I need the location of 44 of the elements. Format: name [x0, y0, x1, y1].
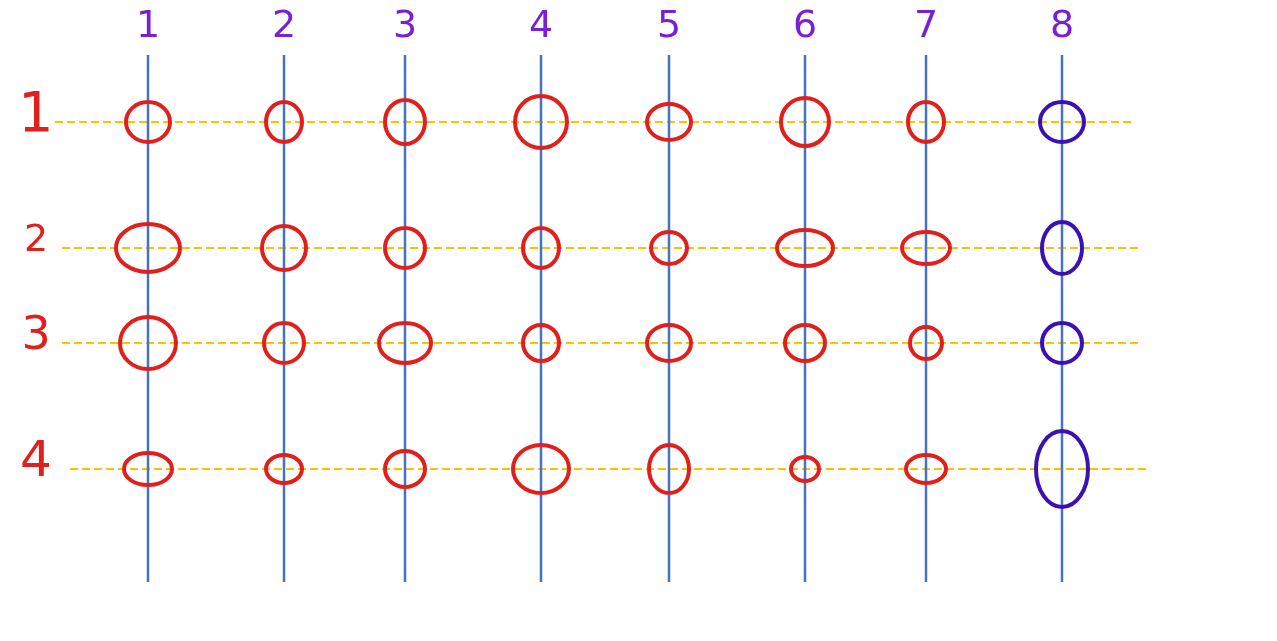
hand-drawn-circle [383, 226, 427, 270]
hand-drawn-circle [511, 443, 571, 495]
hand-drawn-circle [513, 94, 569, 150]
row-number: 1 [18, 84, 54, 140]
hand-drawn-circle [789, 455, 821, 483]
column-number: 6 [793, 5, 818, 43]
hand-drawn-circle [264, 100, 304, 144]
hand-drawn-circle [122, 451, 174, 487]
hand-drawn-circle [114, 222, 182, 274]
row-number: 4 [20, 434, 52, 484]
hand-drawn-circle [645, 102, 693, 142]
column-number: 2 [272, 5, 297, 43]
hand-drawn-circle [647, 443, 691, 495]
hand-drawn-circle [124, 100, 172, 144]
hand-drawn-circle [1040, 220, 1084, 276]
hand-drawn-circle [1038, 100, 1086, 144]
hand-drawn-circle [118, 315, 178, 371]
column-number: 3 [393, 5, 418, 43]
hand-drawn-circle [900, 230, 952, 266]
hand-drawn-circle [1034, 429, 1090, 509]
hand-drawn-circle [264, 453, 304, 485]
row-number: 3 [21, 310, 51, 356]
column-number: 7 [914, 5, 939, 43]
hand-drawn-circle [521, 226, 561, 270]
hand-drawn-circle [783, 323, 827, 363]
column-number: 4 [529, 5, 554, 43]
hand-drawn-circle [779, 96, 831, 148]
hand-drawn-circle [1040, 321, 1084, 365]
hand-drawn-circle [377, 321, 433, 365]
hand-drawn-circle [906, 100, 946, 144]
hand-drawn-circle [775, 228, 835, 268]
hand-drawn-circle [383, 98, 427, 146]
hand-drawn-circle [260, 224, 308, 272]
hand-drawn-circle [904, 453, 948, 485]
row-number: 2 [24, 219, 49, 257]
hand-drawn-circle [521, 323, 561, 363]
hand-drawn-circle [649, 230, 689, 266]
column-number: 1 [136, 5, 161, 43]
column-number: 8 [1050, 5, 1075, 43]
hand-drawn-circle [645, 323, 693, 363]
hand-drawn-circle [383, 449, 427, 489]
hand-drawn-circle [262, 321, 306, 365]
column-number: 5 [657, 5, 682, 43]
hand-drawn-circle [908, 325, 944, 361]
